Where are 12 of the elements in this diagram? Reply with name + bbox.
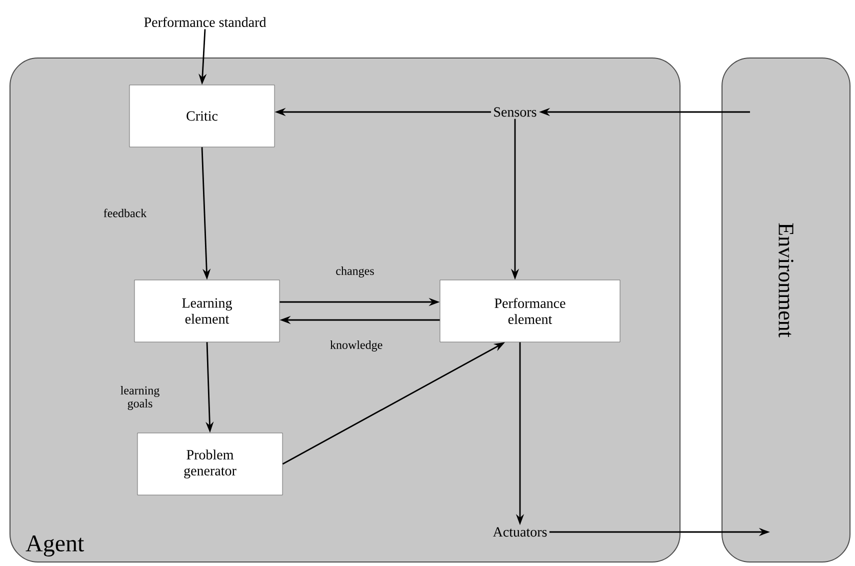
- edge-label: knowledge: [329, 340, 382, 352]
- component-box: Performance element: [440, 280, 620, 342]
- node-label: Performance standard: [144, 17, 266, 27]
- node-label: Actuators: [490, 525, 550, 539]
- edge-label: feedback: [99, 208, 151, 218]
- node-label: Sensors: [491, 105, 539, 119]
- edge-label: changes: [329, 266, 381, 278]
- component-box: Problem generator: [137, 432, 283, 496]
- component-box: Critic: [129, 84, 275, 148]
- component-box: Learning element: [134, 280, 280, 342]
- edge-label: learning goals: [114, 385, 166, 411]
- environment-panel: Environment: [722, 58, 850, 562]
